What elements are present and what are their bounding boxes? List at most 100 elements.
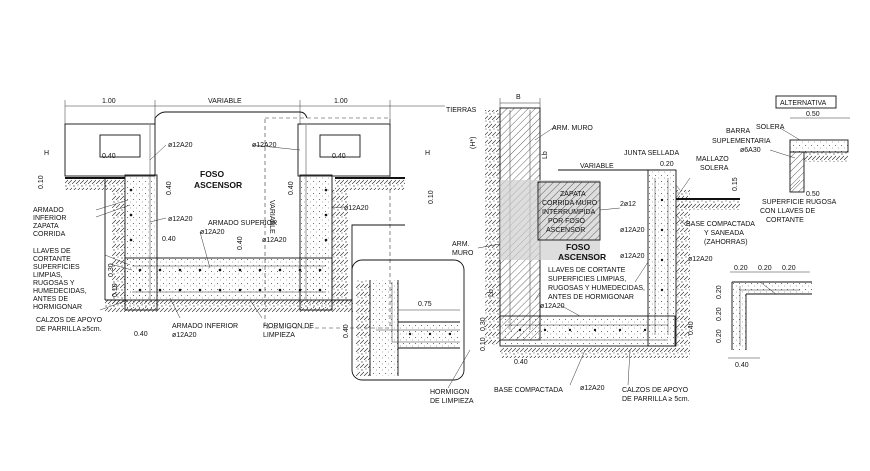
right-dim-b: B bbox=[516, 94, 521, 101]
arm-muro-mid-1: ARM. bbox=[452, 241, 470, 248]
right-dim-040: 0.40 bbox=[688, 321, 695, 335]
alt-superficie-1: SUPERFICIE RUGOSA bbox=[762, 199, 837, 206]
detail-dim-040: 0.40 bbox=[343, 324, 350, 338]
dim-040-b: 0.40 bbox=[332, 153, 346, 160]
dim-040-bottom: 0.40 bbox=[134, 331, 148, 338]
dim-010-right: 0.10 bbox=[428, 190, 435, 204]
mallazo-2: SOLERA bbox=[700, 165, 729, 172]
alt-dim-020-v3: 0.20 bbox=[716, 329, 723, 343]
alt-barra-2: SUPLEMENTARIA bbox=[712, 138, 771, 145]
bar-top-right: ø12A20 bbox=[252, 142, 277, 149]
base-3: (ZAHORRAS) bbox=[704, 239, 748, 246]
zapata-3: INTERRUMPIDA bbox=[542, 209, 596, 216]
dim-top-right: 1.00 bbox=[334, 98, 348, 105]
alt-dim-040: 0.40 bbox=[735, 362, 749, 369]
bar-b: ø12A20 bbox=[620, 253, 645, 260]
dim-top-mid: VARIABLE bbox=[208, 98, 242, 105]
right-title-1: FOSO bbox=[566, 242, 590, 252]
dim-030: 0.30 bbox=[108, 263, 115, 277]
right-dim-010: 0.10 bbox=[480, 337, 487, 351]
h-right: H bbox=[425, 150, 430, 157]
llaves-7: ANTES DE bbox=[33, 296, 68, 303]
llaves-4: LIMPIAS, bbox=[33, 272, 63, 279]
variable: VARIABLE bbox=[580, 163, 614, 170]
bar-left-mid: ø12A20 bbox=[168, 216, 193, 223]
left-title-1: FOSO bbox=[200, 169, 224, 179]
rebar-dots bbox=[129, 188, 328, 292]
tierras: TIERRAS bbox=[446, 107, 477, 114]
alt-solera: SOLERA bbox=[756, 124, 785, 131]
right-hormigon-1: HORMIGON bbox=[430, 389, 469, 396]
llaves-6: HUMEDECIDAS, bbox=[33, 288, 87, 295]
detail-dim-075: 0.75 bbox=[418, 301, 432, 308]
bar-top-left: ø12A20 bbox=[168, 142, 193, 149]
bar-a: ø12A20 bbox=[620, 227, 645, 234]
h-left: H bbox=[44, 150, 49, 157]
hormigon-1: HORMIGON DE bbox=[263, 323, 314, 330]
bar-mid: ø12A20 bbox=[200, 229, 225, 236]
lb-1: Lb bbox=[542, 151, 549, 159]
armado-superior: ARMADO SUPERIOR bbox=[208, 220, 277, 227]
zapata-2: CORRIDA MURO bbox=[542, 200, 598, 207]
armado-1: ARMADO bbox=[33, 207, 64, 214]
alt-dim-020-b: 0.20 bbox=[758, 265, 772, 272]
alt-superficie-3: CORTANTE bbox=[766, 217, 804, 224]
llaves-2: CORTANTE bbox=[33, 256, 71, 263]
llaves-1: LLAVES DE bbox=[33, 248, 71, 255]
alt-dim-050-bottom: 0.50 bbox=[806, 191, 820, 198]
left-title-2: ASCENSOR bbox=[194, 180, 242, 190]
alt-title: ALTERNATIVA bbox=[780, 100, 827, 107]
bar-d: ø12A20 bbox=[540, 303, 565, 310]
alt-dim-020-v1: 0.20 bbox=[716, 285, 723, 299]
armado-4: CORRIDA bbox=[33, 231, 66, 238]
arm-muro-top: ARM. MURO bbox=[552, 125, 593, 132]
right-llaves-2: SUPERFICIES LIMPIAS, bbox=[548, 276, 626, 283]
bar-2012: 2ø12 bbox=[620, 201, 636, 208]
detail-bubble: 0.75 0.40 bbox=[343, 259, 465, 381]
bar-right-mid: ø12A20 bbox=[344, 205, 369, 212]
right-dim-030: 0.30 bbox=[480, 317, 487, 331]
alt-superficie-2: CON LLAVES DE bbox=[760, 208, 815, 215]
zapata-5: ASCENSOR bbox=[546, 227, 585, 234]
right-llaves-4: ANTES DE HORMIGONAR bbox=[548, 294, 634, 301]
arm-muro-mid-2: MURO bbox=[452, 250, 474, 257]
alternativa-detail: ALTERNATIVA 0.50 SOLERA BARRA SUPLEMENTA… bbox=[712, 95, 850, 369]
alt-dim-020-c: 0.20 bbox=[782, 265, 796, 272]
base-2: Y SANEADA bbox=[704, 230, 744, 237]
base-compactada: BASE COMPACTADA bbox=[494, 387, 563, 394]
dim-top-left: 1.00 bbox=[102, 98, 116, 105]
alt-dim-020-a: 0.20 bbox=[734, 265, 748, 272]
calzos-1: CALZOS DE APOYO bbox=[36, 317, 103, 324]
bar-e: ø12A20 bbox=[580, 385, 605, 392]
dim-040-c: 0.40 bbox=[162, 236, 176, 243]
right-dim-040-bottom: 0.40 bbox=[514, 359, 528, 366]
mallazo-1: MALLAZO bbox=[696, 156, 729, 163]
llaves-3: SUPERFICIES bbox=[33, 264, 80, 271]
alt-barra-3: ø6A30 bbox=[740, 147, 761, 154]
calzos-2: DE PARRILLA ≥5cm. bbox=[36, 326, 102, 333]
hormigon-2: LIMPIEZA bbox=[263, 332, 295, 339]
llaves-5: RUGOSAS Y bbox=[33, 280, 75, 287]
dim-010-b: 0.10 bbox=[112, 283, 119, 297]
dim-040-a: 0.40 bbox=[102, 153, 116, 160]
dim-040-vert-b: 0.40 bbox=[288, 181, 295, 195]
llaves-8: HORMIGONAR bbox=[33, 304, 82, 311]
armado-3: ZAPATA bbox=[33, 223, 59, 230]
alt-dim-020-v2: 0.20 bbox=[716, 307, 723, 321]
right-llaves-3: RUGOSAS Y HUMEDECIDAS, bbox=[548, 285, 645, 292]
dim-010-left: 0.10 bbox=[38, 175, 45, 189]
right-section: B TIERRAS ARM. MURO (H*) bbox=[430, 94, 755, 405]
armado-inf-1: ARMADO INFERIOR bbox=[172, 323, 238, 330]
bar-c: ø12A20 bbox=[688, 256, 713, 263]
armado-2: INFERIOR bbox=[33, 215, 66, 222]
dim-040-vert-a: 0.40 bbox=[166, 181, 173, 195]
alt-dim-050-top: 0.50 bbox=[806, 111, 820, 118]
right-title-2: ASCENSOR bbox=[558, 252, 606, 262]
junta: JUNTA SELLADA bbox=[624, 150, 679, 157]
h-star: (H*) bbox=[470, 137, 477, 149]
armado-inf-2: ø12A20 bbox=[172, 332, 197, 339]
bar-sup: ø12A20 bbox=[262, 237, 287, 244]
alt-barra-1: BARRA bbox=[726, 128, 750, 135]
dim-040-right-b: 0.40 bbox=[237, 236, 244, 250]
